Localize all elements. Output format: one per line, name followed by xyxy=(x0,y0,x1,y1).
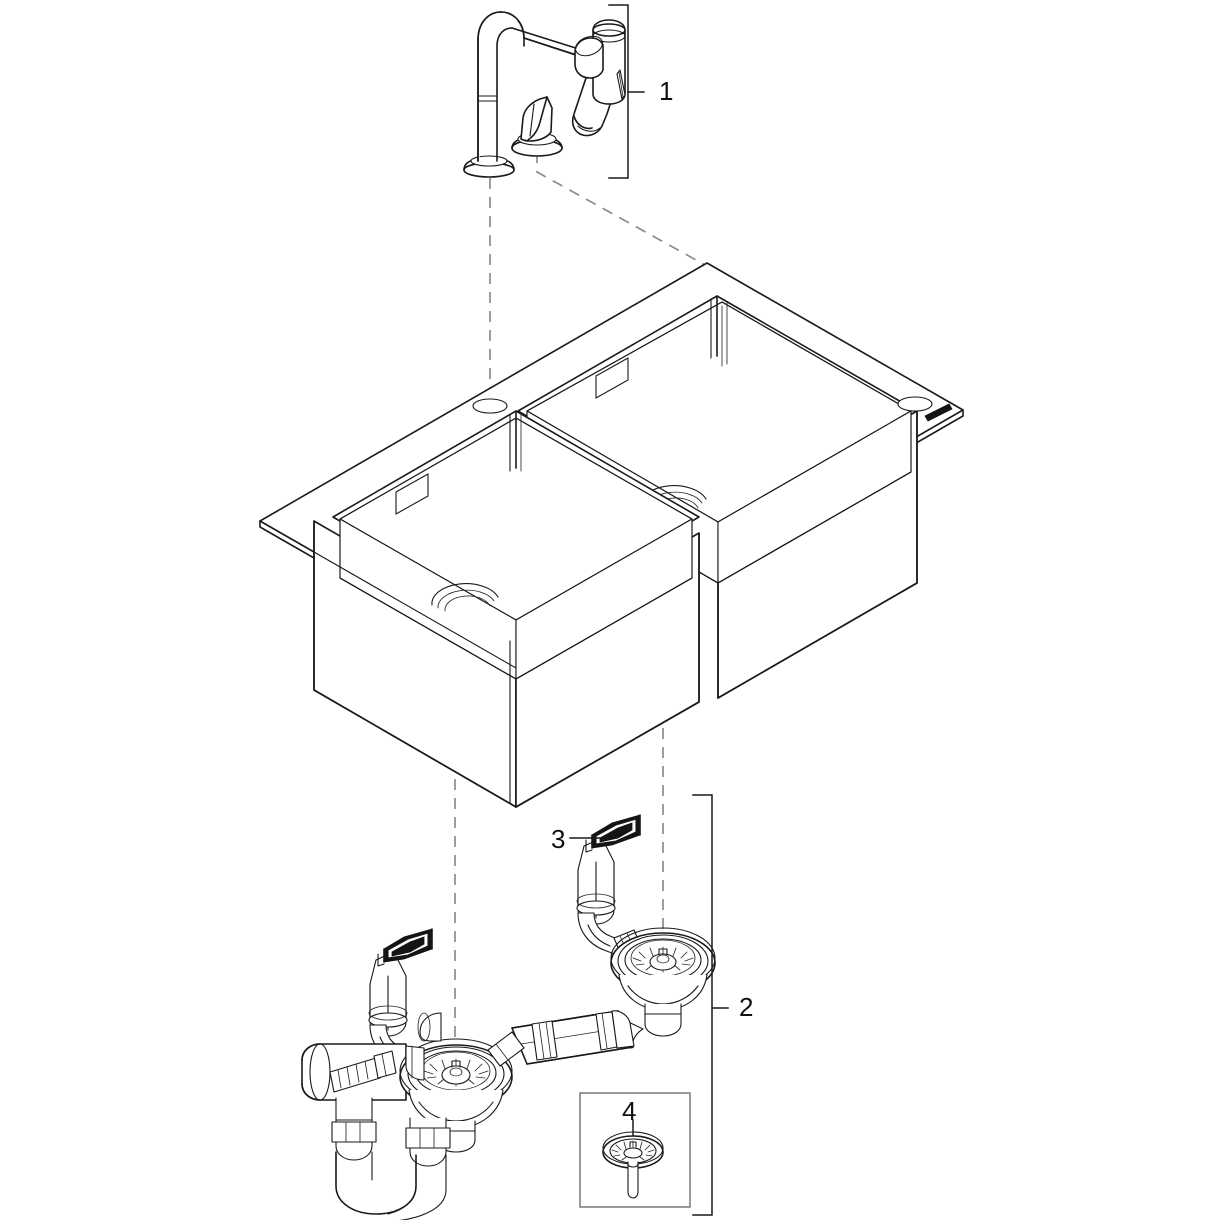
hose-connector-tee xyxy=(301,1043,407,1101)
overflow-slot-right-bowl xyxy=(595,357,629,399)
overflow-cover-left xyxy=(377,928,433,967)
overflow-cover-right xyxy=(585,814,641,853)
bottle-trap xyxy=(331,1097,451,1220)
drain-opening-left-bowl xyxy=(431,583,499,612)
callout-label-2: 2 xyxy=(739,992,754,1022)
callout-2-bracket xyxy=(692,794,729,1216)
basket-strainer-plug xyxy=(602,1119,664,1199)
basket-strainer-right xyxy=(610,927,716,1037)
callout-label-4: 4 xyxy=(622,1096,637,1126)
brand-label-mark xyxy=(924,403,953,422)
waste-crossover-pipe xyxy=(405,1012,525,1081)
accessory-hole xyxy=(897,396,933,412)
sink-bowl-left xyxy=(313,410,700,808)
overflow-slot-left-bowl xyxy=(395,473,429,515)
appliance-hose-spigot xyxy=(329,1050,397,1093)
connecting-waste-pipe xyxy=(511,1010,644,1065)
faucet-lever-handle xyxy=(511,96,563,157)
guide-handle-to-accessory-hole xyxy=(536,152,916,401)
strainer-plug-slots xyxy=(611,1140,655,1161)
tap-hole xyxy=(472,398,508,414)
faucet-spout xyxy=(463,11,626,178)
callout-label-1: 1 xyxy=(659,76,674,106)
callout-label-3: 3 xyxy=(551,824,566,854)
callout-1-bracket xyxy=(608,4,645,179)
